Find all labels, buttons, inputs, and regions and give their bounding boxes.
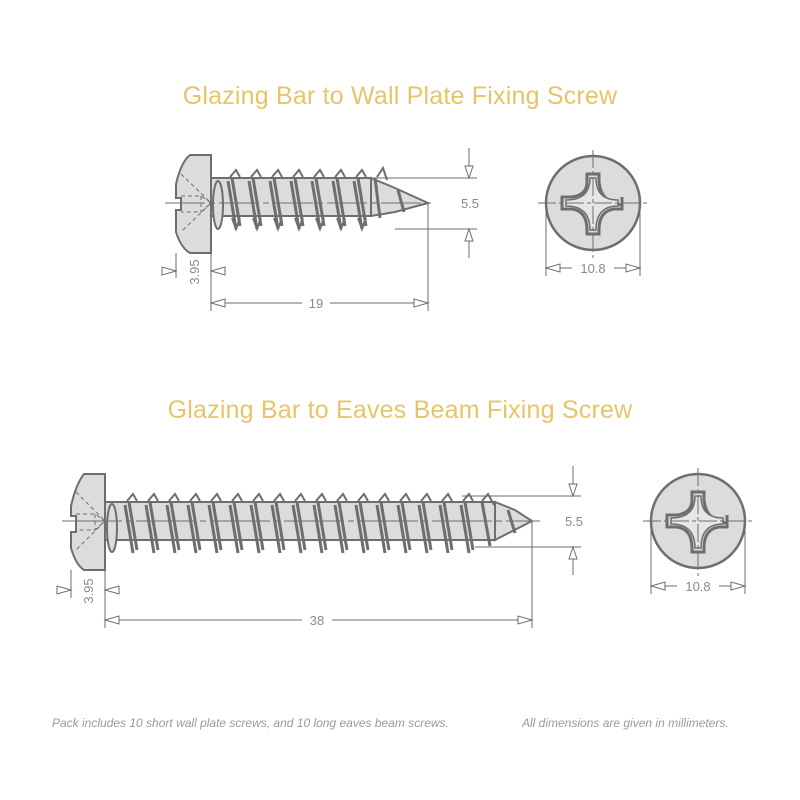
screw-1-thread-diameter: 5.5 [461,196,479,211]
screw-1-head-diameter: 10.8 [580,261,605,276]
screw-1-length: 19 [309,296,323,311]
screw-1-head-height: 3.95 [187,259,202,284]
screw-1-head-top-view [538,150,648,276]
screw-1-side-view [165,154,435,254]
screw-2-thread-diameter: 5.5 [565,514,583,529]
screw-2-head-diameter: 10.8 [685,579,710,594]
units-note: All dimensions are given in millimeters. [522,716,729,730]
screw-1-dimensions [161,148,477,311]
screw-2-length: 38 [310,613,324,628]
screw-2-head-top-view [643,468,753,594]
screw-1-title: Glazing Bar to Wall Plate Fixing Screw [182,82,618,110]
pack-contents-note: Pack includes 10 short wall plate screws… [52,716,449,730]
screw-2-title: Glazing Bar to Eaves Beam Fixing Screw [167,396,633,424]
screw-2-dimensions [56,466,581,628]
screw-2-side-view [62,473,540,571]
screw-2-head-height: 3.95 [81,578,96,603]
